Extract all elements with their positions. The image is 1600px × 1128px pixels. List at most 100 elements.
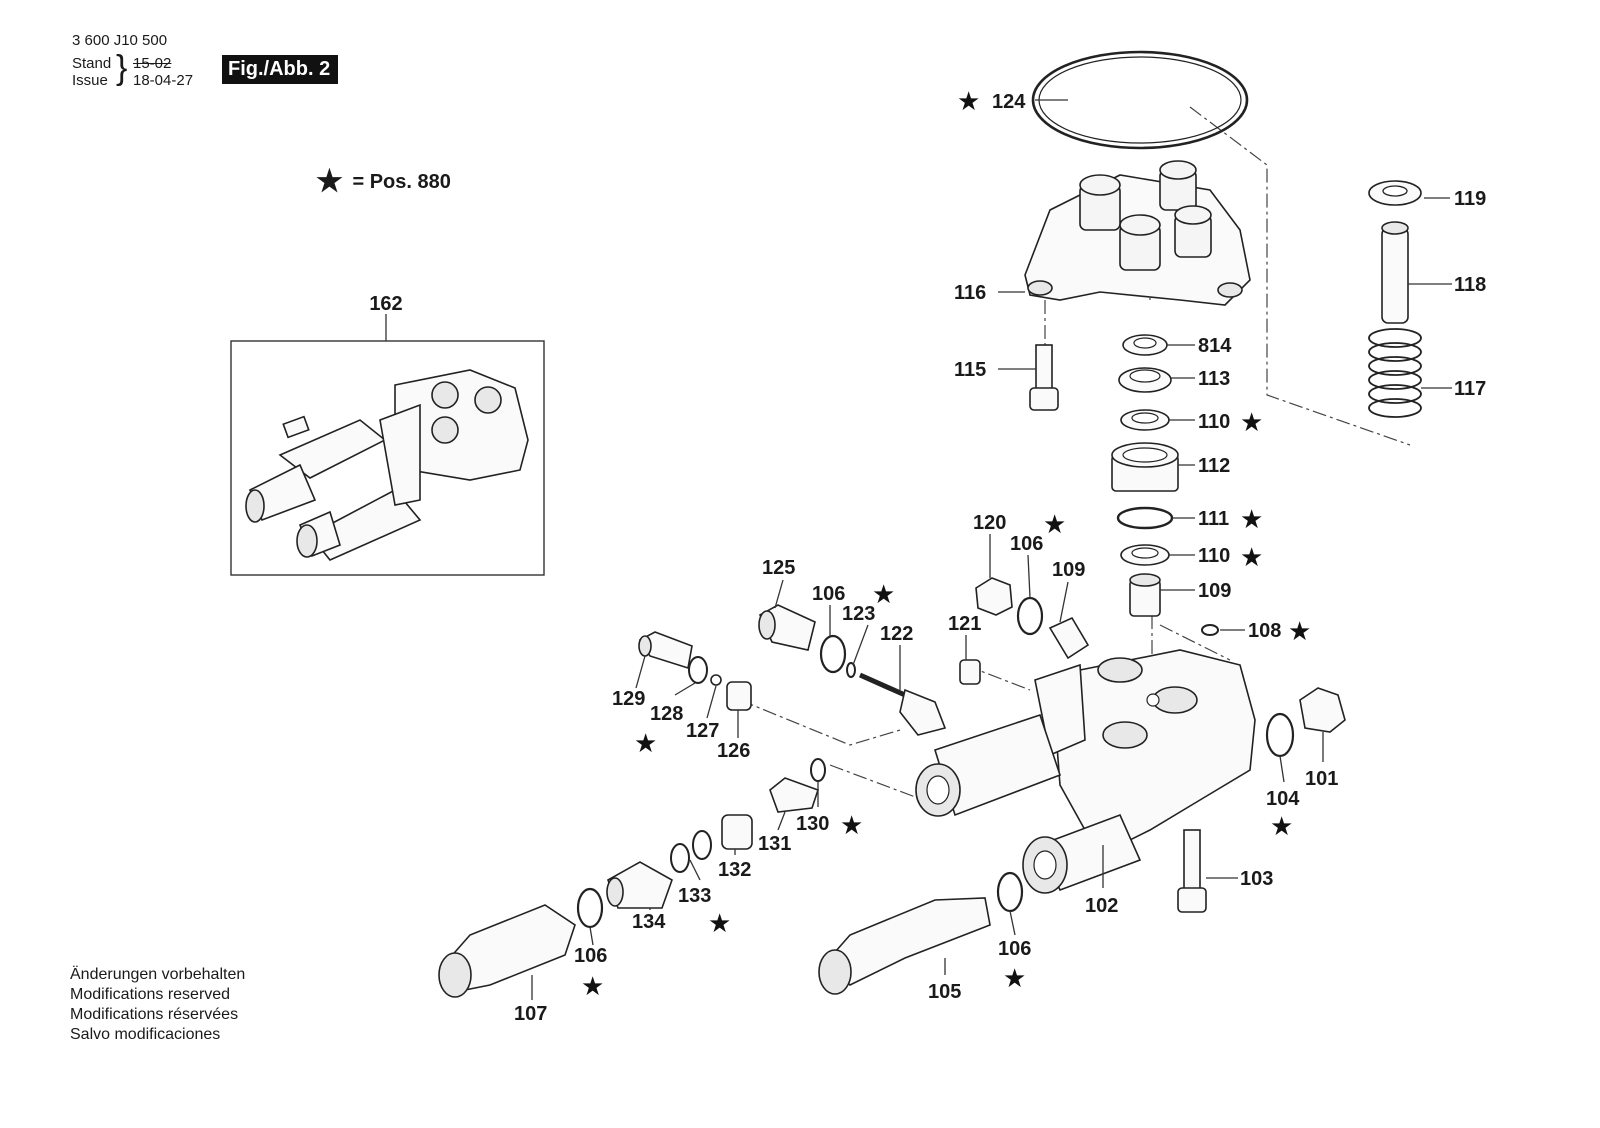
part-103-screw xyxy=(1177,829,1207,913)
part-113-seal xyxy=(1118,367,1172,393)
star-icon: ★ xyxy=(1240,543,1263,573)
star-icon: ★ xyxy=(1003,964,1026,994)
part-label-132: 132 xyxy=(718,859,751,881)
part-label-111: 111 xyxy=(1198,508,1229,530)
part-110-ring-a xyxy=(1120,409,1170,431)
note-es: Salvo modificaciones xyxy=(70,1026,221,1043)
part-133-orings xyxy=(670,830,712,873)
part-label-109-b: 109 xyxy=(1052,559,1085,581)
part-label-130: 130 xyxy=(796,813,829,835)
header-brace: } xyxy=(116,49,128,87)
stand-label: Stand xyxy=(72,55,112,72)
part-104-oring xyxy=(1265,712,1295,758)
part-116-cylinder-head xyxy=(1024,160,1251,306)
part-118-piston xyxy=(1381,221,1409,324)
part-123-oring xyxy=(846,662,856,678)
part-106-oring-c xyxy=(576,887,604,929)
legend-text: = Pos. 880 xyxy=(352,171,451,193)
part-labels: 124 119 118 117 116 115 814 113 110 112 … xyxy=(514,91,1486,1025)
stand-value: 15-02 xyxy=(133,55,172,72)
part-label-121: 121 xyxy=(948,613,981,635)
inset-162: 162 xyxy=(230,293,545,576)
part-108-ring xyxy=(1201,624,1219,636)
part-106-oring-b xyxy=(819,634,847,674)
star-icon: ★ xyxy=(581,972,604,1002)
star-icon: ★ xyxy=(1240,505,1263,535)
part-131-piston xyxy=(769,777,820,813)
part-109-valve-b xyxy=(1048,616,1090,660)
part-126-spring xyxy=(726,681,752,711)
part-label-118: 118 xyxy=(1454,274,1486,296)
part-label-123: 123 xyxy=(842,603,875,625)
part-label-127: 127 xyxy=(686,720,719,742)
part-label-106-a: 106 xyxy=(1010,533,1043,555)
part-label-117: 117 xyxy=(1454,378,1486,400)
part-label-128: 128 xyxy=(650,703,683,725)
part-110-ring-b xyxy=(1120,544,1170,566)
document-number: 3 600 J10 500 xyxy=(72,32,168,49)
part-label-133: 133 xyxy=(678,885,711,907)
star-icon: ★ xyxy=(872,580,895,610)
part-105-connector xyxy=(818,897,991,995)
footer-notes: Änderungen vorbehalten Modifications res… xyxy=(70,965,245,1045)
part-label-104: 104 xyxy=(1266,788,1300,810)
part-label-122: 122 xyxy=(880,623,913,645)
part-label-103: 103 xyxy=(1240,868,1273,890)
part-label-107: 107 xyxy=(514,1003,547,1025)
star-markers: ★ ★ ★ ★ ★ ★ ★ ★ ★ ★ ★ ★ ★ xyxy=(581,87,1311,1002)
part-111-oring xyxy=(1116,506,1174,530)
part-label-116: 116 xyxy=(954,282,986,304)
leader-lines xyxy=(531,99,1452,1000)
note-en: Modifications reserved xyxy=(70,986,231,1003)
inset-label: 162 xyxy=(369,293,402,315)
part-label-110-a: 110 xyxy=(1198,411,1230,433)
star-icon: ★ xyxy=(1240,408,1263,438)
part-109-valve-a xyxy=(1129,573,1161,617)
part-112-sleeve xyxy=(1111,442,1179,492)
figure-label: Fig./Abb. 2 xyxy=(222,55,339,84)
part-label-113: 113 xyxy=(1198,368,1230,390)
part-label-108: 108 xyxy=(1248,620,1281,642)
part-107-connector xyxy=(438,904,576,998)
part-label-102: 102 xyxy=(1085,895,1118,917)
part-128-oring xyxy=(688,656,708,684)
star-icon: ★ xyxy=(1270,812,1293,842)
part-label-134: 134 xyxy=(632,911,666,933)
star-icon: ★ xyxy=(634,729,657,759)
inset-pump-head xyxy=(245,369,529,561)
inset-frame xyxy=(230,340,545,576)
note-fr: Modifications réservées xyxy=(70,1006,239,1023)
star-icon: ★ xyxy=(708,909,731,939)
issue-label: Issue xyxy=(72,72,108,89)
part-106-oring-d xyxy=(996,871,1024,913)
legend: ★ = Pos. 880 xyxy=(316,164,451,199)
part-label-124: 124 xyxy=(992,91,1026,113)
part-label-129: 129 xyxy=(612,688,645,710)
part-label-120: 120 xyxy=(973,512,1006,534)
part-label-115: 115 xyxy=(954,359,986,381)
part-label-112: 112 xyxy=(1198,455,1230,477)
part-130-oring xyxy=(810,758,826,782)
part-132-spring xyxy=(721,814,753,850)
part-label-106-d: 106 xyxy=(998,938,1031,960)
part-120-plug xyxy=(975,577,1013,616)
part-label-101: 101 xyxy=(1305,768,1338,790)
part-label-109-a: 109 xyxy=(1198,580,1231,602)
part-label-110-b: 110 xyxy=(1198,545,1230,567)
part-134-seat xyxy=(606,861,673,909)
part-label-119: 119 xyxy=(1454,188,1486,210)
part-label-131: 131 xyxy=(758,833,791,855)
part-102-pump-head xyxy=(915,649,1256,894)
part-label-125: 125 xyxy=(762,557,795,579)
part-814-seal xyxy=(1122,334,1168,356)
part-122-valve-stem xyxy=(858,672,947,736)
part-119-washer xyxy=(1368,180,1422,206)
part-label-106-b: 106 xyxy=(812,583,845,605)
star-icon: ★ xyxy=(1288,617,1311,647)
issue-value: 18-04-27 xyxy=(133,72,194,89)
part-106-oring-a xyxy=(1016,596,1044,636)
star-icon: ★ xyxy=(316,165,343,198)
star-icon: ★ xyxy=(1043,510,1066,540)
part-label-814: 814 xyxy=(1198,335,1232,357)
